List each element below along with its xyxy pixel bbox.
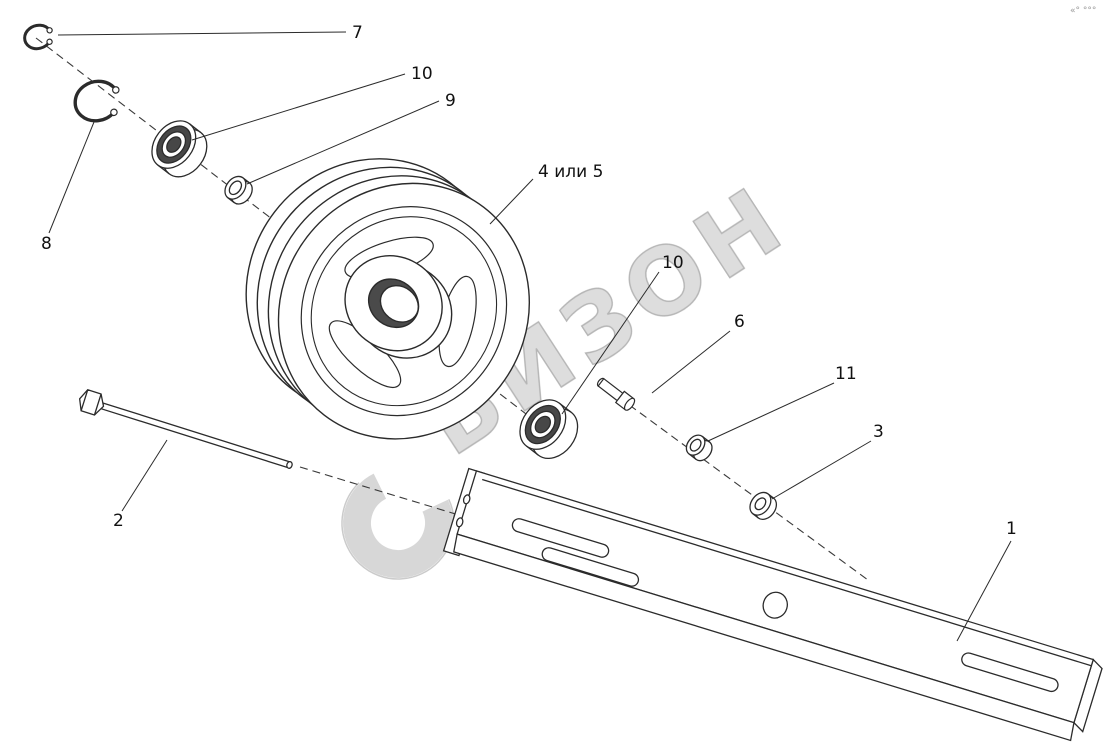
leader-7 bbox=[57, 31, 347, 36]
watermark-logo-icon bbox=[343, 468, 453, 578]
circlip-lug-1 bbox=[46, 38, 53, 45]
leader-3 bbox=[771, 440, 872, 500]
corner-mark: «° °°° bbox=[1070, 6, 1096, 16]
callout-labels: 7 10 9 8 4 или 5 10 6 11 3 2 1 bbox=[41, 23, 1017, 539]
axis-line-lower bbox=[597, 381, 869, 581]
bolt-part-2 bbox=[78, 389, 293, 469]
callout-11: 11 bbox=[835, 364, 857, 384]
axis-line-bolt bbox=[299, 466, 493, 526]
leader-10-lower bbox=[561, 271, 660, 415]
callout-6: 6 bbox=[734, 312, 745, 332]
circlip-part-8 bbox=[73, 79, 120, 123]
bracket-slot-2 bbox=[541, 547, 640, 587]
leader-lines bbox=[48, 31, 1012, 642]
bracket-front-flange bbox=[453, 533, 1075, 742]
pulley-part-4-5 bbox=[245, 158, 531, 440]
nut-part-11 bbox=[685, 434, 713, 462]
circlip-lug-1 bbox=[110, 108, 118, 117]
leader-4-5 bbox=[489, 178, 534, 225]
bracket-endcap-hole-2 bbox=[455, 517, 464, 528]
bracket-part-1 bbox=[442, 467, 1103, 742]
bearing-part-10-lower bbox=[519, 399, 579, 459]
ring-bore bbox=[228, 180, 243, 196]
washer-part-3 bbox=[749, 491, 778, 521]
callout-10-upper: 10 bbox=[411, 64, 433, 84]
bracket-endcap-hole-1 bbox=[462, 494, 471, 505]
callout-9: 9 bbox=[445, 91, 456, 111]
stud-base bbox=[623, 397, 636, 411]
leader-10-upper bbox=[191, 73, 406, 141]
bolt-tip bbox=[286, 460, 293, 469]
circlip-lug-2 bbox=[46, 27, 53, 34]
pulley-bore-hole bbox=[379, 285, 420, 323]
bracket-bend-line bbox=[481, 478, 1092, 667]
leader-8 bbox=[48, 121, 95, 234]
bolt-shaft bbox=[100, 402, 292, 469]
bracket-slot-1 bbox=[511, 518, 610, 558]
leader-9 bbox=[246, 100, 440, 185]
nut-bore bbox=[689, 438, 702, 452]
bracket-slot-3 bbox=[961, 652, 1059, 693]
callout-1: 1 bbox=[1006, 519, 1017, 539]
bearing-bore bbox=[534, 415, 552, 434]
leader-11 bbox=[707, 382, 835, 442]
bolt-hex-head bbox=[78, 389, 105, 416]
leader-6 bbox=[651, 330, 731, 394]
callout-7: 7 bbox=[352, 23, 363, 43]
stud-part-6 bbox=[596, 377, 636, 411]
callout-10-lower: 10 bbox=[662, 253, 684, 273]
bracket-hole bbox=[762, 591, 788, 619]
ring-part-9 bbox=[224, 175, 253, 205]
circlip-ring bbox=[73, 79, 118, 123]
washer-bore bbox=[754, 497, 767, 511]
callout-8: 8 bbox=[41, 234, 52, 254]
bearing-part-10-upper bbox=[151, 120, 208, 178]
callout-2: 2 bbox=[113, 511, 124, 531]
callout-4-5: 4 или 5 bbox=[538, 162, 603, 182]
circlip-part-7 bbox=[23, 23, 53, 51]
bolt-hex-facets bbox=[80, 389, 102, 416]
leader-1 bbox=[956, 540, 1012, 642]
circlip-lug-2 bbox=[112, 86, 120, 94]
leader-2 bbox=[121, 439, 168, 512]
circlip-ring bbox=[23, 23, 51, 51]
callout-3: 3 bbox=[873, 422, 884, 442]
bearing-bore bbox=[166, 136, 182, 153]
